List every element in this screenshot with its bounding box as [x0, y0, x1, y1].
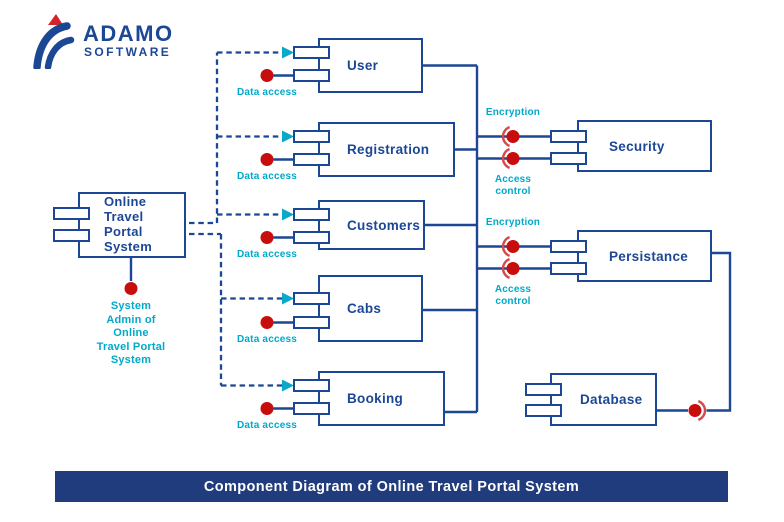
- port-label-data-access-customers: Data access: [236, 248, 298, 260]
- component-security-port-bottom: [550, 152, 587, 165]
- data-access-ball-registration: [260, 153, 274, 166]
- component-registration-port-top: [293, 130, 330, 143]
- interface-ball-security-access: [506, 152, 520, 165]
- component-online-travel-portal-system-label: Online Travel Portal System: [104, 194, 153, 254]
- socket-arc-security-access: [501, 147, 511, 170]
- component-customers: Customers: [318, 200, 425, 250]
- component-cabs: Cabs: [318, 275, 423, 342]
- component-persistance-port-top: [550, 240, 587, 253]
- component-database: Database: [550, 373, 657, 426]
- component-registration: Registration: [318, 122, 455, 177]
- logo-red-triangle: [48, 14, 63, 25]
- interface-ball-database: [688, 404, 702, 417]
- port-label-data-access-booking: Data access: [236, 419, 298, 431]
- interface-ball-persistance-access: [506, 262, 520, 275]
- component-customers-port-top: [293, 208, 330, 221]
- socket-arc-database: [697, 399, 707, 422]
- port-label-data-access-registration: Data access: [236, 170, 298, 182]
- port-label-encryption-persistance: Encryption: [485, 217, 541, 228]
- port-label-data-access-cabs: Data access: [236, 333, 298, 345]
- data-access-ball-user: [260, 69, 274, 82]
- component-booking-port-bottom: [293, 402, 330, 415]
- component-security-label: Security: [609, 138, 665, 154]
- logo-brand-name: ADAMO: [83, 21, 174, 46]
- port-label-encryption-security: Encryption: [485, 107, 541, 118]
- component-cabs-label: Cabs: [347, 301, 382, 316]
- interface-ball-security-encryption: [506, 130, 520, 143]
- adamo-logo-mark: [33, 14, 75, 69]
- component-user: User: [318, 38, 423, 93]
- component-registration-label: Registration: [347, 142, 430, 157]
- port-label-data-access-user: Data access: [236, 86, 298, 98]
- component-registration-port-bottom: [293, 153, 330, 166]
- diagram-title: Component Diagram of Online Travel Porta…: [203, 478, 580, 495]
- component-online-travel-portal-system: Online Travel Portal System: [78, 192, 186, 258]
- component-cabs-port-top: [293, 292, 330, 305]
- interface-ball-persistance-encryption: [506, 240, 520, 253]
- data-access-ball-booking: [260, 402, 274, 415]
- actor-label-system-admin: System Admin of Online Travel Portal Sys…: [96, 300, 166, 366]
- data-access-ball-customers: [260, 231, 274, 244]
- logo-swoosh-inner: [44, 36, 75, 69]
- component-booking-label: Booking: [347, 391, 404, 406]
- component-user-port-top: [293, 46, 330, 59]
- socket-arc-security-encryption: [501, 125, 511, 148]
- component-cabs-port-bottom: [293, 316, 330, 329]
- component-database-port-top: [525, 383, 562, 396]
- component-customers-label: Customers: [347, 217, 421, 233]
- main-component-tab-top: [53, 207, 90, 220]
- data-access-ball-cabs: [260, 316, 274, 329]
- main-component-tab-bottom: [53, 229, 90, 242]
- logo-swoosh-outer: [33, 22, 71, 69]
- actor-interface-ball: [124, 282, 138, 295]
- logo-brand-suffix: SOFTWARE: [84, 45, 172, 59]
- port-label-access-control-security: Access control: [494, 174, 532, 197]
- component-database-port-bottom: [525, 404, 562, 417]
- title-banner: Component Diagram of Online Travel Porta…: [55, 471, 728, 502]
- component-security-port-top: [550, 130, 587, 143]
- component-database-label: Database: [580, 392, 643, 407]
- component-booking: Booking: [318, 371, 445, 426]
- component-persistance: Persistance: [577, 230, 712, 282]
- component-security: Security: [577, 120, 712, 172]
- socket-arc-persistance-access: [501, 257, 511, 280]
- port-label-access-control-persistance: Access control: [494, 284, 532, 307]
- component-persistance-label: Persistance: [609, 248, 689, 264]
- component-persistance-port-bottom: [550, 262, 587, 275]
- component-user-port-bottom: [293, 69, 330, 82]
- component-user-label: User: [347, 58, 379, 73]
- component-customers-port-bottom: [293, 231, 330, 244]
- component-booking-port-top: [293, 379, 330, 392]
- socket-arc-persistance-encryption: [501, 235, 511, 258]
